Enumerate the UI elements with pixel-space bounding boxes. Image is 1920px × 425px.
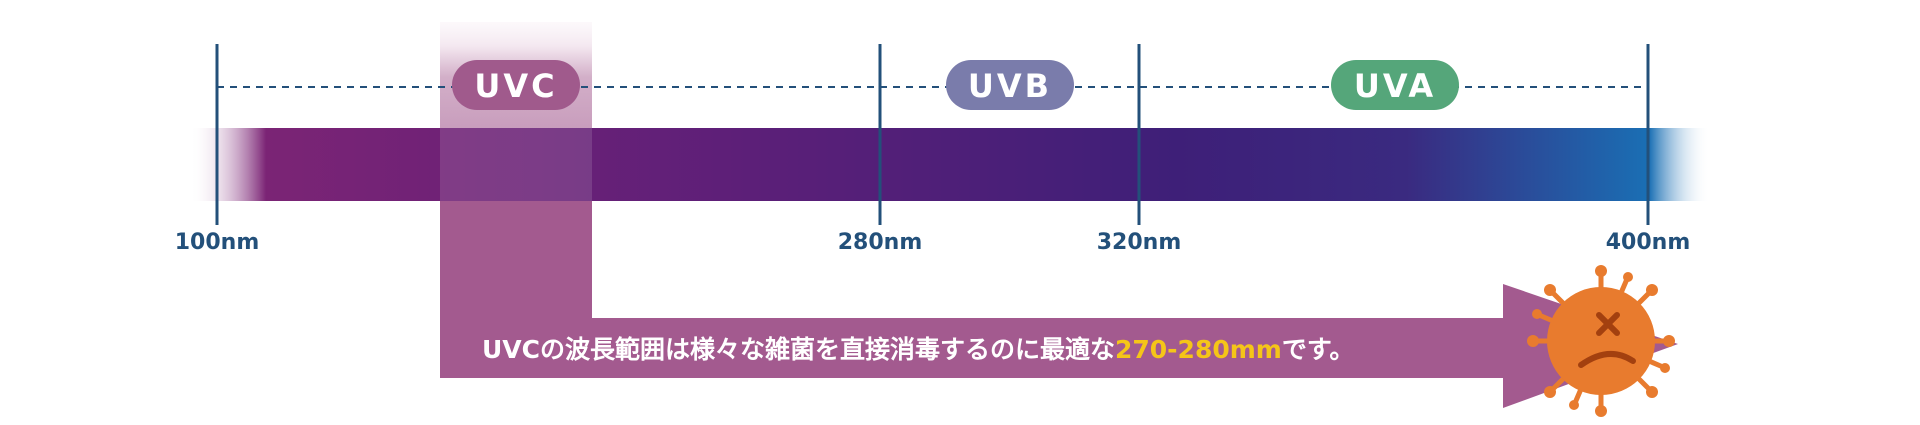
band-uva: UVA [1331,60,1459,110]
band-uvc: UVC [452,60,580,110]
tick-label-100: 100nm [175,230,260,255]
caption-highlight: 270-280mm [1115,335,1282,364]
caption-suffix: です。 [1282,335,1355,364]
virus-body [1547,287,1655,395]
caption-prefix: UVCの波長範囲は様々な雑菌を直接消毒するのに最適な [482,335,1115,364]
tick-label-280: 280nm [838,230,923,255]
caption-text: UVCの波長範囲は様々な雑菌を直接消毒するのに最適な270-280mmです。 [482,335,1354,364]
tick-label-320: 320nm [1097,230,1182,255]
band-uvc-label: UVC [474,67,557,105]
uvc-arrow [440,201,1678,408]
band-uva-label: UVA [1354,67,1436,105]
virus-icon [1527,265,1675,417]
band-uvb-label: UVB [968,67,1052,105]
uvc-highlight-overlay [440,128,592,201]
spectrum-bar [190,128,1710,201]
tick-label-400: 400nm [1606,230,1691,255]
band-uvb: UVB [946,60,1074,110]
